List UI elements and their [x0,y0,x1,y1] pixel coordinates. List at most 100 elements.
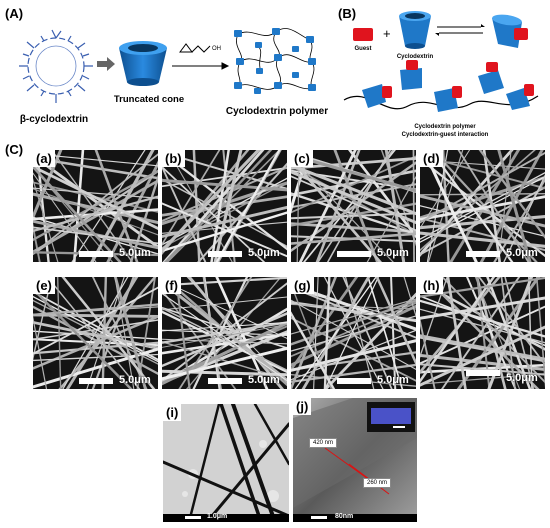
sem-label-f: (f) [162,277,181,294]
truncated-cone-label: Truncated cone [113,94,185,105]
measurement-260: 260 nm [363,478,392,488]
nanofiber [33,347,158,389]
nanofiber [33,290,158,361]
nanofiber [33,306,158,315]
nanofiber [33,195,158,233]
nanofiber [291,170,416,225]
nanofiber [291,277,359,372]
scale-bar-d [466,251,500,257]
nanofiber [162,164,207,262]
nanofiber [420,172,545,240]
nanofiber [431,150,538,262]
inclusion-complex-icon [492,14,528,48]
nanofiber [33,187,158,199]
nanofiber [291,155,416,214]
sem-label-d: (d) [420,150,443,167]
nanofiber [420,231,545,248]
nanofiber-texture [162,150,287,262]
cyclodextrin-cone-icon [399,11,431,49]
scale-text-g: 5.0μm [377,374,409,386]
nanofiber [420,336,545,363]
nanofiber [291,232,416,245]
nanofiber [497,150,532,262]
nanofiber [412,150,415,262]
nanofiber [33,172,97,262]
sem-image-g: (g) 5.0μm [291,277,416,389]
panel-b-caption-1: Cyclodextrin polymer [414,124,476,130]
nanofiber [500,277,516,389]
nanofiber [291,298,416,335]
scale-text-f: 5.0μm [248,374,280,386]
nanofiber [213,150,243,262]
panel-b-label: (B) [338,6,357,21]
nanofiber-texture [33,277,158,389]
scale-bar-f [208,378,242,384]
nanofiber [33,179,158,254]
nanofiber [291,303,416,310]
nanofiber [33,315,48,389]
nanofiber [477,277,545,366]
nanofiber [46,277,141,389]
nanofiber [291,286,416,339]
nanofiber [466,277,517,389]
panel-b-caption-2: Cyclodextrin-guest interaction [401,132,489,138]
nanofiber [441,150,450,262]
nanofiber [291,175,416,232]
scale-text-c: 5.0μm [377,247,409,259]
tem-label-i: (i) [163,404,182,421]
nanofiber [478,150,545,239]
scale-bar-i [185,516,201,519]
scale-text-b: 5.0μm [248,247,280,259]
guest-molecule-icon [353,28,373,41]
nanofiber [162,202,287,258]
nanofiber [33,165,158,230]
cyclodextrin-polymer-chain [343,60,539,112]
nanofiber [163,150,273,262]
nanofiber [420,363,545,376]
nanofiber [91,277,135,389]
nanofiber [298,150,357,262]
nanofiber [420,373,545,385]
nanofiber [291,299,416,346]
nanofiber [162,321,287,344]
nanofiber [457,150,530,262]
sem-label-c: (c) [291,150,313,167]
nanofiber [479,150,544,262]
sem-image-c: (c) 5.0μm [291,150,416,262]
nanofiber [313,277,319,389]
nanofiber [33,169,158,242]
epichlorohydrin-reaction-arrow: OH [172,43,230,70]
nanofiber [162,369,287,377]
nanofiber [482,150,502,262]
nanofiber [294,277,377,389]
scale-bar-h [466,370,500,376]
nanofiber [367,277,404,389]
svg-text:OH: OH [212,46,221,52]
cyclodextrin-label: Cyclodextrin [396,54,434,60]
nanofiber [162,211,287,253]
guest-label: Guest [354,46,372,52]
scale-bar-a [79,251,113,257]
scale-bar-e [79,378,113,384]
sem-image-a: (a) 5.0μm [33,150,158,262]
nanofiber-texture [291,150,416,262]
nanofiber [528,277,533,389]
sem-image-e: (e) 5.0μm [33,277,158,389]
nanofiber [56,277,62,389]
scale-strip-i [163,514,289,522]
scale-text-a: 5.0μm [119,247,151,259]
nanofiber [291,339,416,372]
nanofiber [71,150,146,262]
nanofiber [162,332,287,355]
nanofiber [61,277,156,389]
nanofiber [291,317,416,382]
nanofiber [94,150,139,262]
nanofiber [291,299,416,370]
equilibrium-arrows-icon [435,24,485,36]
scale-text-j: 80nm [335,513,354,520]
measurement-420: 420 nm [309,438,338,448]
nanofiber [162,150,221,246]
scale-bar-b [208,251,242,257]
nanofiber [420,325,545,387]
nanofiber [162,150,261,253]
